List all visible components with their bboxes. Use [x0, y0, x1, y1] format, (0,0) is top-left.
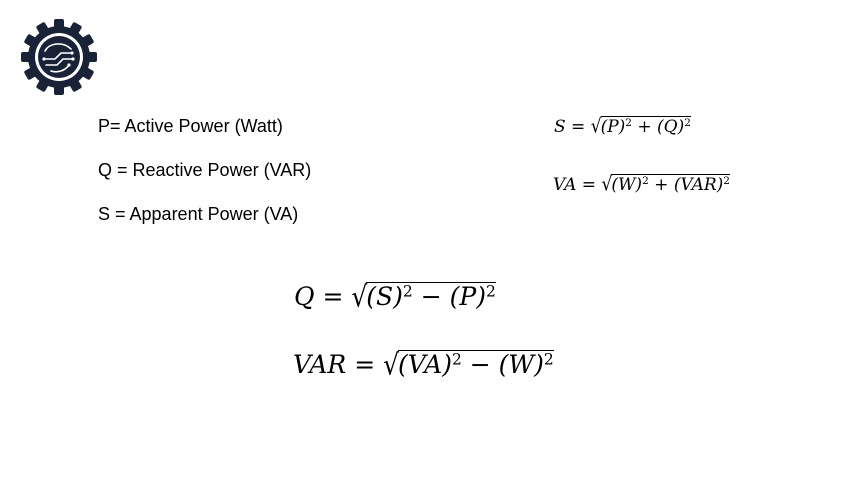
definition-reactive-power: Q = Reactive Power (VAR) — [98, 160, 312, 180]
square-root: √(VA)2 − (W)2 — [383, 347, 554, 382]
term: (W) — [498, 350, 544, 379]
square-root: √(W)2 + (VAR)2 — [601, 174, 730, 194]
exponent: 2 — [625, 117, 632, 129]
exponent: 2 — [723, 175, 730, 187]
term: (P) — [600, 116, 626, 137]
operator: − — [461, 350, 499, 379]
square-root: √(P)2 + (Q)2 — [591, 116, 691, 136]
definition-active-power: P= Active Power (Watt) — [98, 116, 283, 136]
equation-lhs: Q — [294, 282, 315, 311]
radical-icon: √ — [601, 173, 613, 197]
operator: − — [412, 282, 450, 311]
term: (W) — [611, 174, 643, 195]
term: (VA) — [398, 350, 452, 379]
logo-gear-icon — [21, 19, 97, 95]
equation-lhs: VA — [553, 174, 577, 195]
exponent: 2 — [684, 117, 691, 129]
term: (VAR) — [673, 174, 724, 195]
equals-sign: = — [565, 116, 591, 137]
definition-apparent-power: S = Apparent Power (VA) — [98, 204, 299, 224]
exponent: 2 — [642, 175, 649, 187]
operator: + — [648, 174, 674, 195]
equals-sign: = — [314, 282, 352, 311]
exponent: 2 — [451, 350, 462, 369]
equation-reactive-power: Q = √(S)2 − (P)2 — [294, 279, 496, 314]
equation-lhs: VAR — [293, 350, 347, 379]
exponent: 2 — [402, 282, 413, 301]
term: (P) — [449, 282, 486, 311]
exponent: 2 — [543, 350, 554, 369]
radical-icon: √ — [590, 115, 602, 139]
equals-sign: = — [576, 174, 602, 195]
term: (S) — [366, 282, 403, 311]
radical-icon: √ — [383, 347, 400, 382]
exponent: 2 — [485, 282, 496, 301]
equation-reactive-power-units: VAR = √(VA)2 − (W)2 — [293, 347, 554, 382]
operator: + — [631, 116, 658, 137]
term: (Q) — [657, 116, 685, 137]
equation-apparent-power-units: VA = √(W)2 + (VAR)2 — [553, 174, 730, 194]
equation-apparent-power: S = √(P)2 + (Q)2 — [554, 116, 691, 136]
square-root: √(S)2 − (P)2 — [351, 279, 496, 314]
equals-sign: = — [346, 350, 384, 379]
radical-icon: √ — [351, 279, 368, 314]
equation-lhs: S — [554, 116, 566, 137]
